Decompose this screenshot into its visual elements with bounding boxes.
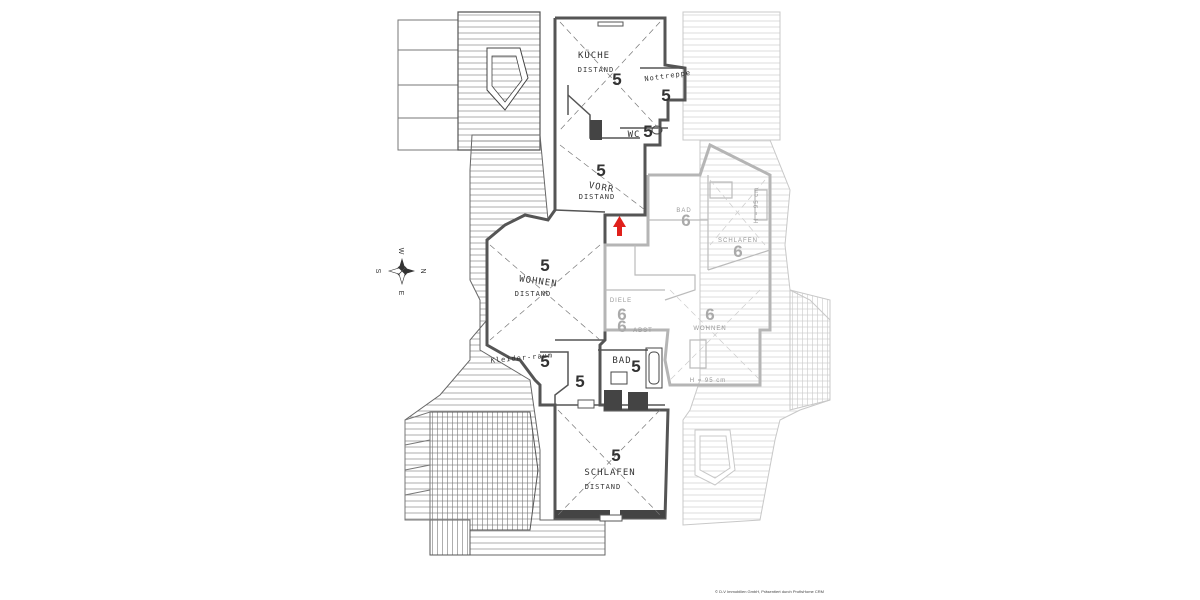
room-name: WC: [628, 130, 641, 140]
room-name: KÜCHE: [578, 50, 610, 61]
unit-number: 6: [681, 211, 690, 230]
compass-west: W: [397, 248, 404, 255]
unit-number: 5: [631, 357, 640, 376]
unit-5-diagonals: [489, 21, 661, 516]
unit-number: 5: [575, 372, 584, 391]
room-name: ABST: [633, 328, 653, 334]
compass-east: E: [397, 291, 404, 296]
unit-number: 5: [596, 161, 605, 180]
dimension-note: H = 95 cm: [754, 187, 760, 224]
unit-number: 6: [705, 305, 714, 324]
room-name: BAD: [612, 356, 631, 366]
unit-number: 5: [540, 352, 549, 371]
room-sub: DISTAND: [515, 290, 552, 298]
compass-north: N: [419, 268, 426, 273]
compass-rose: N S W E: [374, 248, 426, 296]
unit-6-diagonals: [669, 179, 766, 381]
unit-number: 6: [733, 242, 742, 261]
copyright-credit: © D-V Immobilien GmbH, Präsentiert durch…: [715, 589, 824, 594]
room-name: VORR: [588, 181, 615, 195]
unit-number: 5: [540, 256, 549, 275]
room-sub: DISTAND: [585, 483, 622, 491]
unit-6-walls: [603, 142, 772, 387]
entrance-arrow: [613, 216, 626, 236]
unit-number: 5: [661, 86, 670, 105]
room-name: DIELE: [610, 298, 632, 304]
unit-number: 6: [617, 317, 626, 336]
unit-number: 5: [643, 122, 652, 141]
unit-labels: 5 5 5 5 5 5 5 5 5 6 6 6 6 6: [540, 70, 742, 465]
room-sub: DISTAND: [579, 193, 616, 201]
room-name: SCHLAFEN: [584, 468, 635, 478]
unit-5-wall-blocks: [555, 21, 665, 518]
roof-right: [682, 11, 831, 526]
unit-number: 5: [612, 70, 621, 89]
unit-number: 5: [611, 446, 620, 465]
room-sub: DISTAND: [578, 66, 615, 74]
room-name: WOHNEN: [519, 274, 559, 289]
unit-6-interior: [605, 175, 771, 369]
compass-south: S: [374, 269, 381, 274]
dimension-note: H = 95 cm: [690, 378, 727, 384]
room-name: WOHNEN: [693, 326, 726, 332]
unit-number: 6: [617, 305, 626, 324]
room-name: SCHLAFEN: [718, 238, 758, 244]
unit-5-windows: [577, 399, 623, 522]
room-name: BAD: [676, 208, 691, 214]
bath-fixtures-a: [610, 125, 663, 389]
roof-left: [397, 11, 606, 556]
